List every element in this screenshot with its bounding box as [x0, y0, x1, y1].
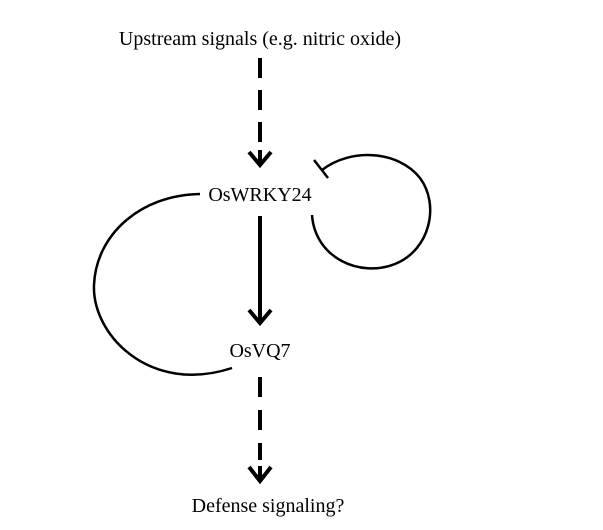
- edge-vq7-wrky24-loop: [92, 192, 233, 376]
- arrowhead-3: [247, 465, 273, 485]
- node-oswrky24: OsWRKY24: [208, 184, 311, 206]
- edge-wrky24-to-vq7: [247, 216, 273, 327]
- node-upstream-signals: Upstream signals (e.g. nitric oxide): [119, 28, 401, 50]
- arrowhead-1: [247, 150, 273, 169]
- inhibition-arc: [310, 153, 432, 270]
- edge-upstream-to-wrky24: [247, 58, 273, 169]
- inhibition-bar: [313, 159, 329, 179]
- node-defense-signaling: Defense signaling?: [192, 495, 345, 517]
- edge-vq7-to-defense: [247, 377, 273, 485]
- node-osvq7: OsVQ7: [229, 340, 290, 362]
- arrowhead-2: [247, 308, 273, 327]
- edge-wrky24-self-inhibition: [310, 153, 432, 270]
